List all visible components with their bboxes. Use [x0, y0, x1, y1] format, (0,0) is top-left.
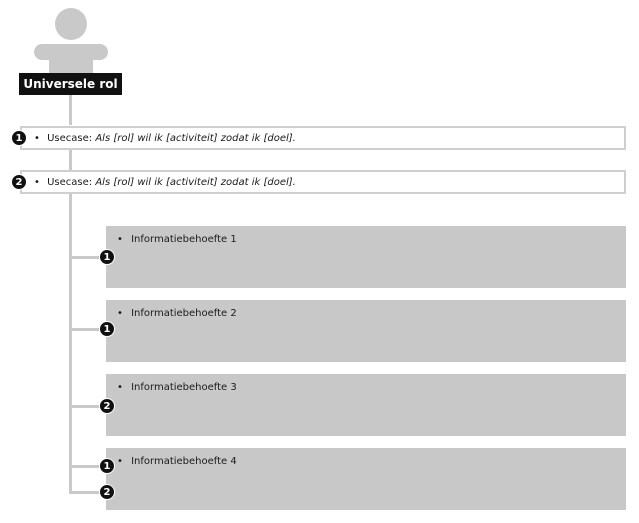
- info-badge-4a: 1: [99, 458, 115, 474]
- bullet: •: [34, 177, 40, 188]
- person-head-shape: [55, 8, 87, 40]
- bullet: •: [117, 308, 123, 319]
- info-box-3: • Informatiebehoefte 3: [106, 374, 626, 436]
- info-text: • Informatiebehoefte 3: [117, 381, 237, 395]
- bullet: •: [117, 382, 123, 393]
- connector-branch-4a: [69, 465, 106, 468]
- usecase-box-2: • Usecase: Als [rol] wil ik [activiteit]…: [20, 170, 626, 194]
- info-label: Informatiebehoefte 1: [131, 234, 237, 245]
- usecase-badge-2: 2: [11, 174, 27, 190]
- connector-role-to-usecases: [69, 95, 72, 125]
- info-badge-2: 1: [99, 321, 115, 337]
- info-box-2: • Informatiebehoefte 2: [106, 300, 626, 362]
- info-box-1: • Informatiebehoefte 1: [106, 226, 626, 288]
- person-body-shape: [49, 56, 93, 76]
- info-text: • Informatiebehoefte 2: [117, 307, 237, 321]
- info-label: Informatiebehoefte 2: [131, 308, 237, 319]
- connector-branch-1: [69, 256, 106, 259]
- connector-branch-3: [69, 405, 106, 408]
- usecase-text: • Usecase: Als [rol] wil ik [activiteit]…: [34, 176, 296, 190]
- info-badge-1: 1: [99, 249, 115, 265]
- info-text: • Informatiebehoefte 4: [117, 455, 237, 469]
- info-box-4: • Informatiebehoefte 4: [106, 448, 626, 510]
- info-label: Informatiebehoefte 4: [131, 456, 237, 467]
- usecase-template: Als [rol] wil ik [activiteit] zodat ik […: [95, 177, 296, 188]
- connector-trunk: [69, 149, 72, 494]
- info-text: • Informatiebehoefte 1: [117, 233, 237, 247]
- bullet: •: [34, 133, 40, 144]
- usecase-text: • Usecase: Als [rol] wil ik [activiteit]…: [34, 132, 296, 146]
- role-label: Universele rol: [19, 73, 122, 95]
- usecase-prefix: Usecase:: [47, 133, 93, 144]
- usecase-badge-1: 1: [11, 130, 27, 146]
- bullet: •: [117, 234, 123, 245]
- connector-branch-4b: [69, 491, 106, 494]
- usecase-prefix: Usecase:: [47, 177, 93, 188]
- connector-branch-2: [69, 328, 106, 331]
- info-label: Informatiebehoefte 3: [131, 382, 237, 393]
- info-badge-3: 2: [99, 398, 115, 414]
- bullet: •: [117, 456, 123, 467]
- usecase-box-1: • Usecase: Als [rol] wil ik [activiteit]…: [20, 126, 626, 150]
- usecase-template: Als [rol] wil ik [activiteit] zodat ik […: [95, 133, 296, 144]
- info-badge-4b: 2: [99, 484, 115, 500]
